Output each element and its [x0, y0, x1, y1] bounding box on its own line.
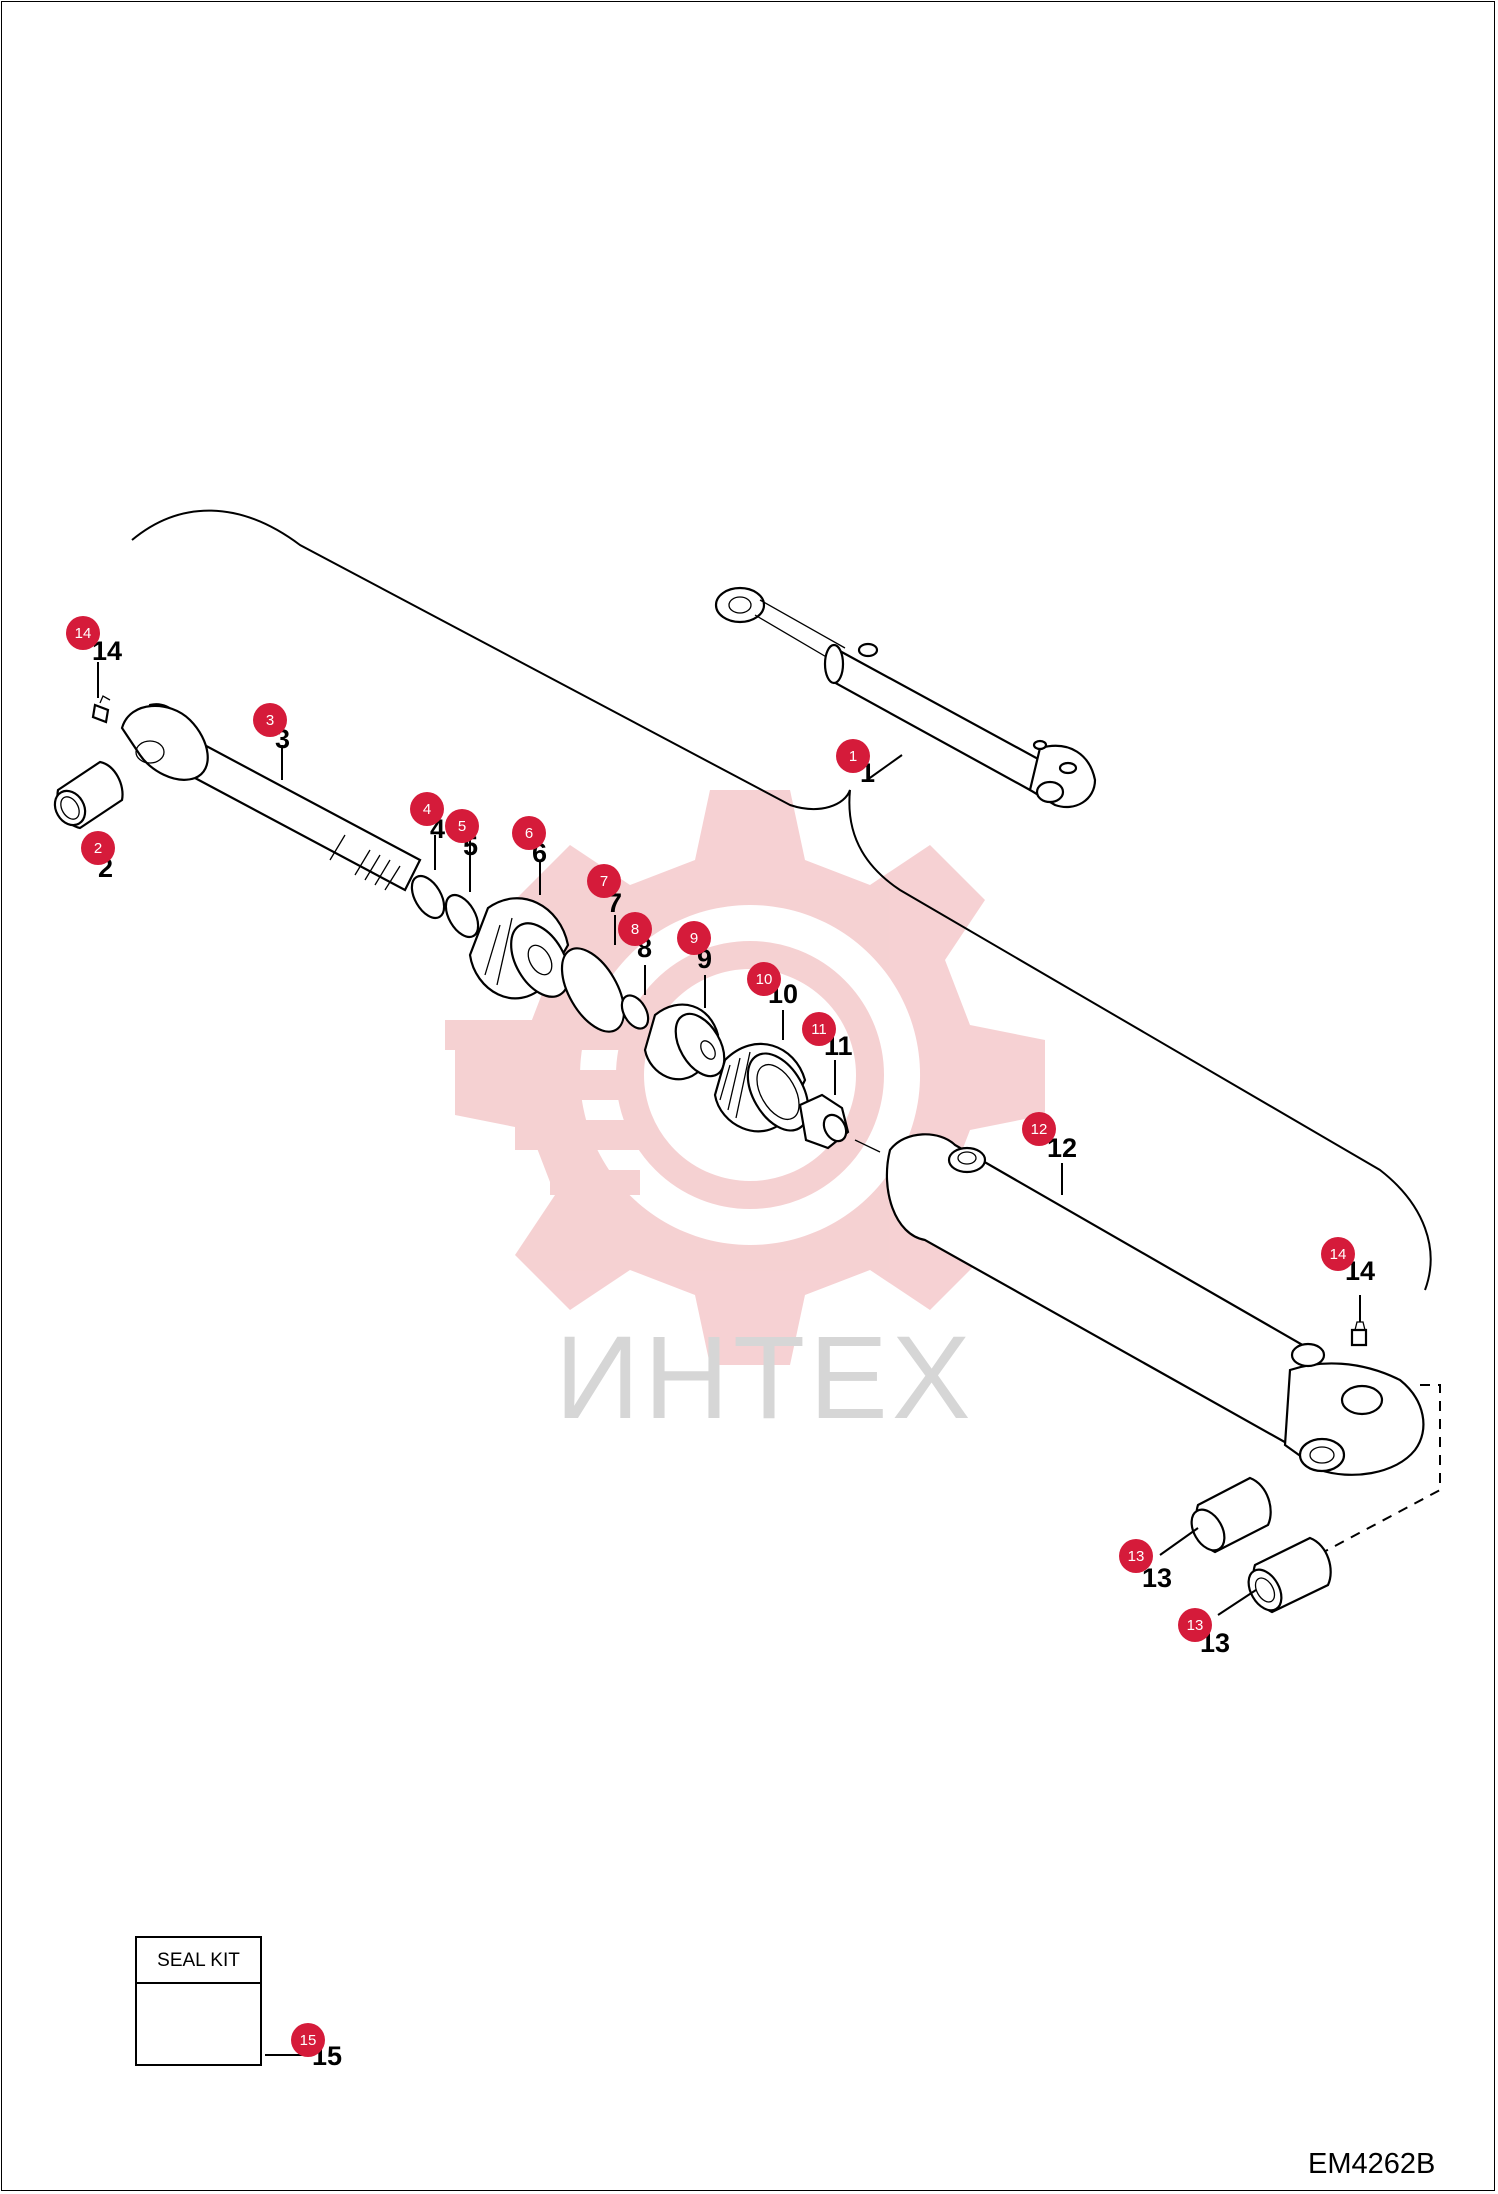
badge-label-15: 15 [300, 2032, 317, 2049]
o-ring-7 [560, 947, 626, 1033]
badge-label-7: 7 [600, 873, 608, 890]
grease-fitting-right [1350, 1321, 1368, 1347]
callout-badge-1 [836, 739, 870, 773]
callout-badge-13-lower [1178, 1608, 1212, 1642]
callout-badge-14-left [66, 616, 100, 650]
bushing-13-lower [1247, 1536, 1332, 1614]
callout-badge-10 [747, 962, 781, 996]
watermark-speed-stripes [445, 1020, 640, 1195]
badge-label-11: 11 [811, 1021, 827, 1038]
seal-kit-box: SEAL KIT [135, 1936, 262, 2066]
watermark-gear-logo [445, 790, 1045, 1365]
bushing-13-upper [1190, 1476, 1272, 1554]
badge-label-14-left: 14 [75, 625, 92, 642]
callout-badge-9 [677, 921, 711, 955]
callout-badge-13-upper [1119, 1539, 1153, 1573]
cylinder-barrel-12 [885, 1133, 1425, 1476]
watermark-gear-icon [455, 790, 1045, 1365]
seal-ring-4 [410, 874, 446, 920]
badge-label-1: 1 [849, 748, 857, 765]
badge-label-3: 3 [266, 712, 274, 729]
callout-badge-4 [410, 792, 444, 826]
callout-badge-2 [81, 831, 115, 865]
piston-rod [120, 703, 422, 892]
badge-label-10: 10 [756, 971, 773, 988]
badge-label-14-right: 14 [1330, 1246, 1347, 1263]
seal-ring-5 [444, 893, 480, 939]
seal-kit-divider [137, 1982, 260, 1984]
grease-fitting-left [91, 695, 111, 724]
gland-6 [468, 897, 570, 1000]
badge-label-9: 9 [690, 930, 698, 947]
badge-label-13-lower: 13 [1187, 1617, 1204, 1634]
callout-badge-11 [802, 1012, 836, 1046]
badge-label-13-upper: 13 [1128, 1548, 1145, 1565]
badge-label-12: 12 [1031, 1121, 1048, 1138]
badge-label-6: 6 [525, 825, 533, 842]
callout-badge-3 [253, 703, 287, 737]
callout-badge-7 [587, 864, 621, 898]
wear-ring-9 [643, 1003, 726, 1081]
dashed-bracket [1317, 1384, 1441, 1556]
callout-badge-14-right [1321, 1237, 1355, 1271]
lock-nut-11 [798, 1093, 850, 1150]
seal-ring-8 [620, 994, 650, 1030]
callout-badge-15 [291, 2023, 325, 2057]
watermark-text: ИНТЕХ [555, 1312, 975, 1444]
diagram-code: EM4262B [1308, 2148, 1436, 2180]
assembly-outline-curve [131, 509, 1432, 1291]
reference-cylinder-thumbnail [714, 586, 1097, 809]
callout-badge-6 [512, 816, 546, 850]
badge-label-8: 8 [631, 921, 639, 938]
callout-badge-5 [445, 809, 479, 843]
badge-label-2: 2 [94, 840, 102, 857]
callout-badge-12 [1022, 1112, 1056, 1146]
bushing-left [53, 760, 124, 830]
badge-label-4: 4 [423, 801, 431, 818]
center-line-segment [854, 1139, 881, 1153]
seal-kit-label: SEAL KIT [157, 1950, 240, 1971]
callout-badge-8 [618, 912, 652, 946]
callouts: 14 14 3 3 2 2 1 1 4 4 5 5 6 6 7 7 8 8 9 … [66, 616, 1375, 2071]
piston-10 [713, 1042, 810, 1133]
badge-label-5: 5 [458, 818, 466, 835]
